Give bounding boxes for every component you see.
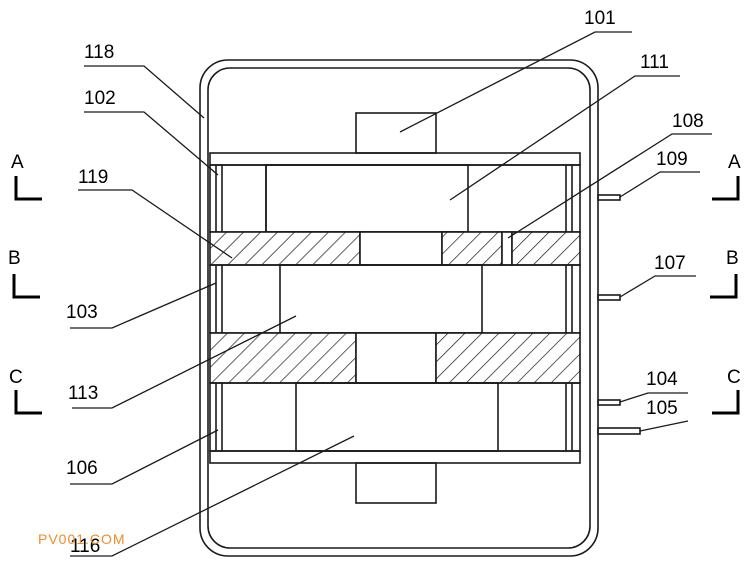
- label-109: 109: [656, 149, 688, 170]
- port-107: [597, 294, 621, 301]
- section-c-left-letter: C: [9, 367, 23, 388]
- upper-hatch-mid: [441, 231, 503, 266]
- label-108: 108: [672, 111, 704, 132]
- outer-housing: [199, 59, 599, 557]
- watermark: PV001.COM: [38, 531, 126, 547]
- bottom-block: [355, 462, 437, 504]
- section-b-right-letter: B: [726, 248, 739, 269]
- label-106: 106: [66, 458, 98, 479]
- leader-107: [619, 275, 696, 298]
- bottom-plate: [209, 450, 581, 464]
- leader-119: [78, 189, 233, 259]
- leader-101: [399, 31, 632, 133]
- label-111: 111: [640, 52, 669, 73]
- label-104: 104: [646, 369, 678, 390]
- section-c-left-bracket: [14, 390, 42, 415]
- top-plate: [209, 152, 581, 166]
- middle-core: [279, 264, 483, 334]
- lower-hatch-right: [435, 332, 581, 384]
- label-107: 107: [654, 253, 686, 274]
- section-b-left-letter: B: [8, 248, 21, 269]
- label-102: 102: [84, 88, 116, 109]
- leader-105: [639, 420, 689, 432]
- leader-118: [84, 65, 205, 119]
- label-103: 103: [66, 302, 98, 323]
- section-a-right-bracket: [712, 176, 740, 201]
- section-a-right-letter: A: [728, 152, 741, 173]
- upper-core: [265, 164, 469, 233]
- port-105: [597, 427, 641, 435]
- label-105: 105: [646, 398, 678, 419]
- section-a-left-bracket: [14, 176, 42, 201]
- leader-106: [70, 429, 219, 485]
- leader-104: [619, 392, 688, 403]
- leader-116: [70, 435, 355, 557]
- upper-hatch-right: [511, 231, 581, 266]
- lower-core: [295, 382, 499, 452]
- upper-gap: [359, 231, 443, 266]
- lower-hatch-left: [209, 332, 357, 384]
- leader-113: [72, 315, 297, 409]
- label-119: 119: [78, 167, 108, 188]
- port-104: [597, 399, 621, 406]
- label-101: 101: [584, 8, 616, 29]
- leader-108: [507, 133, 712, 239]
- leader-103: [70, 282, 217, 329]
- label-116: 116: [70, 536, 100, 557]
- section-b-left-bracket: [12, 274, 40, 299]
- section-c-right-letter: C: [727, 367, 741, 388]
- lower-chamber: [209, 382, 581, 452]
- lower-gap: [355, 332, 437, 384]
- section-a-left-letter: A: [11, 152, 24, 173]
- upper-hatch-left: [209, 231, 361, 266]
- port-109: [597, 194, 621, 201]
- leader-111: [449, 75, 680, 201]
- label-113: 113: [68, 383, 98, 404]
- section-c-right-bracket: [712, 390, 740, 415]
- section-b-right-bracket: [710, 274, 738, 299]
- label-118: 118: [84, 42, 114, 63]
- inner-housing: [207, 67, 591, 549]
- leader-102: [84, 111, 219, 176]
- leader-109: [619, 171, 700, 198]
- middle-chamber: [209, 264, 581, 334]
